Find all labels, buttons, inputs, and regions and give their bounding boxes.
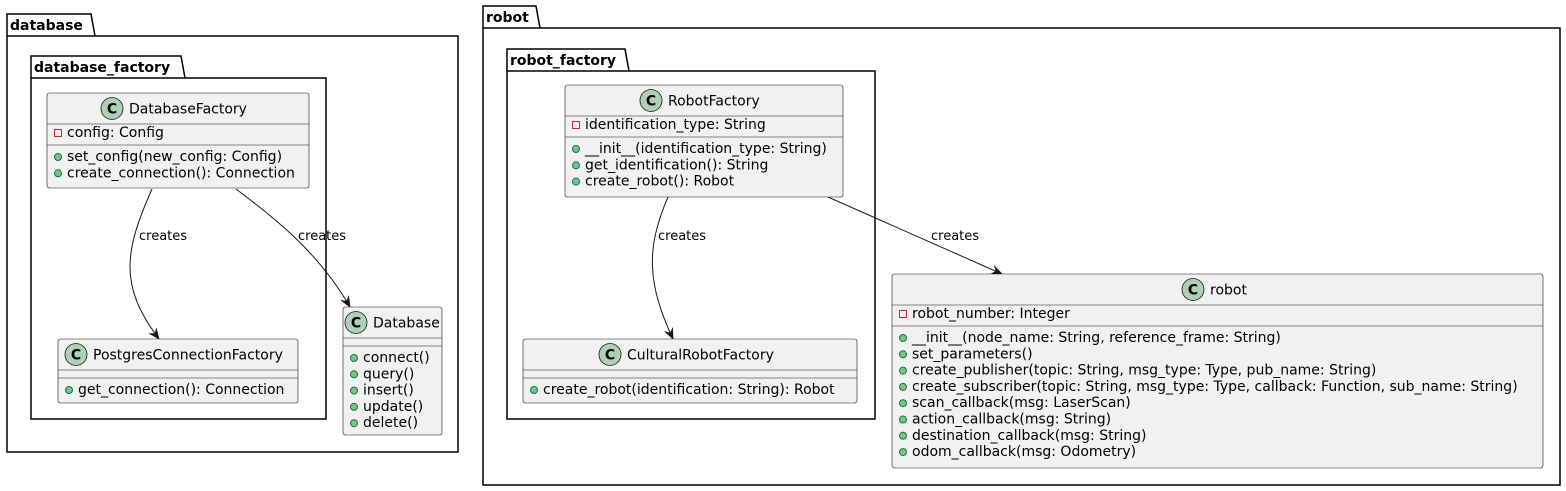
relation-robotfactory-robot: creates xyxy=(827,196,1003,275)
class-icon xyxy=(344,311,368,334)
public-visibility-icon xyxy=(899,399,907,408)
class-attribute: identification_type: String xyxy=(585,117,766,133)
public-visibility-icon xyxy=(899,415,907,424)
package-label: robot_factory xyxy=(510,53,616,69)
public-visibility-icon xyxy=(899,366,907,375)
class-method: create_subscriber(topic: String, msg_typ… xyxy=(912,379,1518,395)
private-visibility-icon xyxy=(899,310,907,318)
class-method: query() xyxy=(363,366,414,382)
class-robot-factory-class[interactable]: C RobotFactory identification_type: String… xyxy=(564,84,844,198)
package-database: database xyxy=(6,13,459,453)
public-visibility-icon xyxy=(572,177,580,186)
class-attribute: config: Config xyxy=(67,125,164,141)
class-cultural-robot-factory[interactable]: C CulturalRobotFactory create_robot(identi… xyxy=(522,338,858,404)
class-method: __init__(node_name: String, reference_fr… xyxy=(911,330,1281,346)
class-icon-letter: C xyxy=(71,348,81,364)
class-icon-letter: C xyxy=(605,348,615,364)
class-method: action_callback(msg: String) xyxy=(912,412,1111,428)
package-label: database xyxy=(10,18,83,34)
public-visibility-icon xyxy=(530,386,538,394)
class-method: get_identification(): String xyxy=(585,157,768,173)
public-visibility-icon xyxy=(54,153,62,161)
class-attribute: robot_number: Integer xyxy=(912,306,1070,322)
public-visibility-icon xyxy=(65,386,73,394)
class-postgres-connection-factory[interactable]: C PostgresConnectionFactory get_connection… xyxy=(57,338,299,404)
class-icon-letter: C xyxy=(1188,283,1198,299)
class-icon xyxy=(639,89,663,112)
public-visibility-icon xyxy=(350,370,358,379)
class-method: delete() xyxy=(363,415,418,431)
class-box xyxy=(57,338,299,404)
class-method: create_robot(identification: String): Ro… xyxy=(543,382,835,398)
class-method: update() xyxy=(363,399,423,415)
class-method: __init__(identification_type: String) xyxy=(584,141,827,157)
package-label: database_factory xyxy=(34,60,170,76)
public-visibility-icon xyxy=(899,448,907,457)
class-icon xyxy=(64,343,88,366)
class-method: create_publisher(topic: String, msg_type… xyxy=(912,363,1376,379)
class-box xyxy=(891,273,1544,469)
class-database-class[interactable]: C Database connect()query()insert()update(… xyxy=(342,306,443,436)
relation-label: creates xyxy=(658,229,706,244)
relation-label: creates xyxy=(931,229,979,244)
class-method: scan_callback(msg: LaserScan) xyxy=(912,395,1131,411)
class-method: odom_callback(msg: Odometry) xyxy=(912,444,1136,460)
class-method: destination_callback(msg: String) xyxy=(912,428,1146,444)
class-database-factory-class[interactable]: C DatabaseFactory config: Config set_config… xyxy=(46,92,310,189)
public-visibility-icon xyxy=(350,402,358,411)
package-robot-factory: robot_factory xyxy=(506,48,876,420)
public-visibility-icon xyxy=(572,145,580,153)
relation-robotfactory-cultural: creates xyxy=(651,196,706,340)
class-name: CulturalRobotFactory xyxy=(627,348,774,364)
package-robot: robot xyxy=(482,5,1561,486)
class-method: create_connection(): Connection xyxy=(67,165,295,181)
class-name: RobotFactory xyxy=(668,94,760,110)
public-visibility-icon xyxy=(54,169,62,178)
class-icon-letter: C xyxy=(646,94,656,110)
class-box xyxy=(342,306,443,436)
relation-label: creates xyxy=(139,229,187,244)
public-visibility-icon xyxy=(899,350,907,359)
relation-label: creates xyxy=(298,229,346,244)
class-method: create_robot(): Robot xyxy=(585,174,735,190)
class-method: get_connection(): Connection xyxy=(78,382,284,398)
public-visibility-icon xyxy=(350,354,358,362)
public-visibility-icon xyxy=(572,161,580,170)
class-layer: C DatabaseFactory config: Config set_config… xyxy=(46,84,1544,469)
class-icon xyxy=(100,97,124,120)
relation-dbfactory-database: creates xyxy=(235,188,351,308)
package-label: robot xyxy=(486,10,529,26)
public-visibility-icon xyxy=(350,386,358,395)
private-visibility-icon xyxy=(54,129,62,137)
relation-dbfactory-postgres: creates xyxy=(129,188,187,340)
class-name: DatabaseFactory xyxy=(129,102,247,118)
class-icon-letter: C xyxy=(351,316,361,332)
class-name: robot xyxy=(1210,283,1247,299)
class-name: Database xyxy=(373,316,440,332)
public-visibility-icon xyxy=(350,419,358,428)
public-visibility-icon xyxy=(899,334,907,342)
class-box xyxy=(564,84,844,198)
public-visibility-icon xyxy=(899,382,907,391)
class-method: set_config(new_config: Config) xyxy=(67,149,282,165)
public-visibility-icon xyxy=(899,431,907,440)
package-database-factory: database_factory xyxy=(30,55,327,420)
class-method: connect() xyxy=(363,350,430,366)
class-icon-letter: C xyxy=(107,102,117,118)
private-visibility-icon xyxy=(572,121,580,129)
class-icon xyxy=(1181,278,1205,301)
class-icon xyxy=(598,343,622,366)
class-name: PostgresConnectionFactory xyxy=(93,348,283,364)
class-method: insert() xyxy=(363,383,414,399)
class-method: set_parameters() xyxy=(912,346,1033,362)
